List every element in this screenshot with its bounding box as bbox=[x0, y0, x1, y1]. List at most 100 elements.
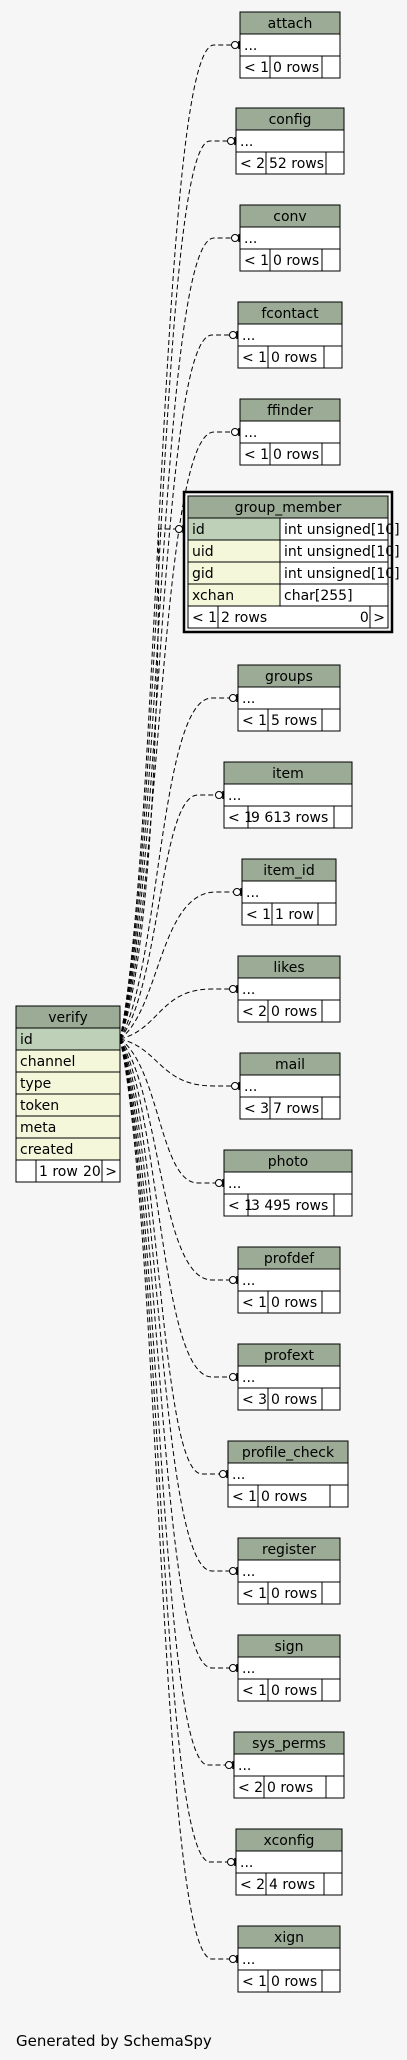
table-group_member-children: 0 > bbox=[360, 610, 385, 626]
column-meta-name: meta bbox=[20, 1120, 56, 1136]
relationship-line-2 bbox=[119, 237, 232, 1040]
table-sys_perms-rows: 0 rows bbox=[267, 1780, 313, 1796]
table-sys_perms-title: sys_perms bbox=[252, 1736, 326, 1752]
table-verify-rows: 1 row bbox=[39, 1164, 78, 1180]
column-id-type: int unsigned[10] bbox=[284, 522, 400, 538]
table-profdef-children-cell bbox=[321, 1290, 341, 1314]
table-ffinder-rows: 0 rows bbox=[273, 447, 319, 463]
table-likes-parents: < 2 bbox=[242, 1004, 267, 1020]
table-register-title: register bbox=[262, 1542, 316, 1558]
table-profile_check-parents: < 1 bbox=[232, 1489, 257, 1505]
crowfoot-circle-15 bbox=[229, 1567, 237, 1575]
crowfoot-circle-0 bbox=[231, 41, 239, 49]
table-attach-children-cell bbox=[321, 55, 341, 79]
table-fcontact-ellipsis: ... bbox=[242, 328, 255, 344]
table-ffinder-parents: < 1 bbox=[244, 447, 269, 463]
table-xconfig-children-cell bbox=[323, 1872, 343, 1896]
crowfoot-circle-1 bbox=[227, 137, 235, 145]
table-config-children-cell bbox=[325, 151, 345, 175]
table-profext-parents: < 3 bbox=[242, 1392, 267, 1408]
relationship-line-15 bbox=[119, 1038, 230, 1572]
table-item_id-rows: 1 row bbox=[275, 907, 314, 923]
table-photo-title: photo bbox=[268, 1154, 308, 1170]
column-type-name: type bbox=[20, 1076, 51, 1092]
table-conv-title: conv bbox=[273, 209, 306, 225]
table-fcontact-children-cell bbox=[323, 345, 343, 369]
column-uid-type: int unsigned[10] bbox=[284, 544, 400, 560]
table-item-rows: 9 613 rows bbox=[251, 810, 328, 826]
crowfoot-circle-2 bbox=[231, 234, 239, 242]
table-mail-title: mail bbox=[275, 1057, 305, 1073]
relationship-line-16 bbox=[119, 1038, 230, 1669]
table-xign-children-cell bbox=[321, 1969, 341, 1993]
table-likes-title: likes bbox=[273, 960, 304, 976]
table-photo-ellipsis: ... bbox=[228, 1176, 241, 1192]
relationship-line-19 bbox=[119, 1038, 230, 1960]
table-verify-title: verify bbox=[48, 1010, 88, 1026]
relationship-line-8 bbox=[119, 891, 234, 1040]
table-group_member-rows: 2 rows bbox=[221, 610, 267, 626]
relationship-line-9 bbox=[119, 988, 230, 1040]
table-conv-parents: < 1 bbox=[244, 253, 269, 269]
relationship-line-10 bbox=[119, 1038, 232, 1087]
table-profile_check-rows: 0 rows bbox=[261, 1489, 307, 1505]
table-groups-parents: < 1 bbox=[242, 713, 267, 729]
relationship-line-1 bbox=[119, 140, 228, 1040]
column-xchan-name: xchan bbox=[192, 588, 234, 604]
table-sign-children-cell bbox=[321, 1678, 341, 1702]
table-attach-rows: 0 rows bbox=[273, 60, 319, 76]
table-config-rows: 52 rows bbox=[269, 156, 324, 172]
table-config-parents: < 2 bbox=[240, 156, 265, 172]
relationship-line-12 bbox=[119, 1038, 230, 1281]
table-ffinder-title: ffinder bbox=[267, 403, 313, 419]
table-item_id-ellipsis: ... bbox=[246, 885, 259, 901]
table-xign-title: xign bbox=[274, 1930, 304, 1946]
crowfoot-circle-8 bbox=[233, 888, 241, 896]
table-fcontact-parents: < 1 bbox=[242, 350, 267, 366]
table-sign-title: sign bbox=[275, 1639, 304, 1655]
relationship-line-13 bbox=[119, 1038, 230, 1378]
table-item-ellipsis-cell bbox=[223, 783, 353, 807]
crowfoot-circle-7 bbox=[215, 791, 223, 799]
table-group_member-children-cell bbox=[369, 605, 389, 629]
table-xign-rows: 0 rows bbox=[271, 1974, 317, 1990]
table-item_id-title: item_id bbox=[263, 863, 314, 879]
table-verify-parents-cell bbox=[15, 1159, 37, 1183]
table-photo: photo...< 13 495 rows bbox=[223, 1149, 353, 1217]
table-item-ellipsis: ... bbox=[228, 788, 241, 804]
column-token-name: token bbox=[20, 1098, 59, 1114]
table-item-children-cell bbox=[333, 805, 353, 829]
table-likes-children-cell bbox=[321, 999, 341, 1023]
table-profile_check-title: profile_check bbox=[242, 1445, 335, 1461]
table-attach-parents: < 1 bbox=[244, 60, 269, 76]
table-xconfig-ellipsis: ... bbox=[240, 1855, 253, 1871]
column-gid-type: int unsigned[10] bbox=[284, 566, 400, 582]
relationship-lines bbox=[119, 41, 242, 1963]
relationship-line-6 bbox=[119, 697, 230, 1040]
table-register-rows: 0 rows bbox=[271, 1586, 317, 1602]
table-mail-children-cell bbox=[321, 1096, 341, 1120]
table-register-ellipsis: ... bbox=[242, 1564, 255, 1580]
relationship-line-4 bbox=[119, 431, 232, 1040]
crowfoot-circle-13 bbox=[229, 1373, 237, 1381]
table-verify-children: 20 > bbox=[83, 1164, 117, 1180]
column-xchan-type: char[255] bbox=[284, 588, 353, 604]
table-photo-children-cell bbox=[333, 1193, 353, 1217]
table-verify-children-cell bbox=[101, 1159, 121, 1183]
table-item_id-parents: < 1 bbox=[246, 907, 271, 923]
table-item: item...< 19 613 rows bbox=[223, 761, 353, 829]
table-profdef-ellipsis: ... bbox=[242, 1273, 255, 1289]
table-groups-ellipsis: ... bbox=[242, 691, 255, 707]
table-sign-ellipsis: ... bbox=[242, 1661, 255, 1677]
